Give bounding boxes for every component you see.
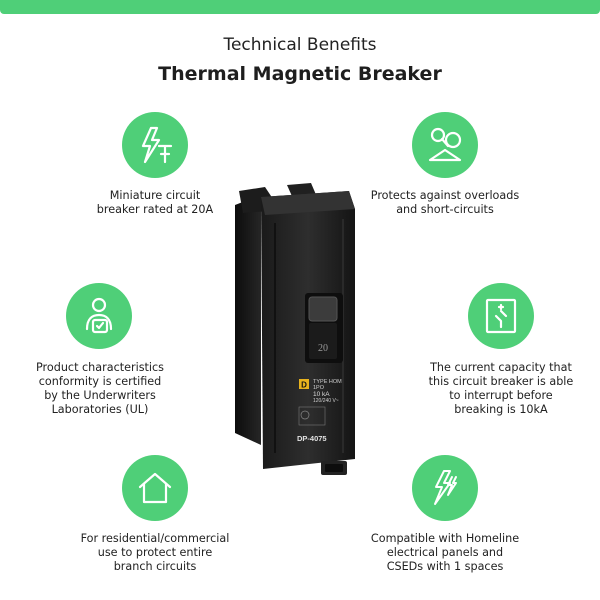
breaker-label-line-3: 10 kA [313,391,330,398]
breaker-model: DP-4075 [297,434,327,443]
feature-1-icon-circle [122,112,188,178]
feature-3-icon-circle [66,283,132,349]
interrupt-switch-icon [485,298,517,334]
feature-6-icon-circle [412,455,478,521]
circuit-breaker-image: 20 D TYPE HOM 1PO 10 kA 120/240 V~ DP-40… [235,183,355,475]
feature-2-caption: Protects against overloads and short-cir… [370,189,520,216]
feature-2-icon-circle [412,112,478,178]
breaker-side-panel [235,195,261,445]
double-lightning-icon [434,470,457,505]
breaker-logo [299,379,309,389]
lightning-tower-icon [141,126,173,164]
feature-3-caption: Product characteristics conformity is ce… [35,361,165,416]
house-icon [138,472,172,504]
svg-text:D: D [301,381,307,390]
certified-person-icon [85,297,113,334]
breaker-handle [308,296,338,322]
top-accent-bar [0,0,600,14]
feature-5-caption: For residential/commercial use to protec… [80,532,230,573]
page-title: Technical Benefits [223,35,377,55]
feature-6-caption: Compatible with Homeline electrical pane… [370,532,520,573]
page-subtitle: Thermal Magnetic Breaker [158,63,442,85]
breaker-rating: 20 [318,343,328,354]
feature-5-icon-circle [122,455,188,521]
overload-protection-icon [428,127,462,162]
breaker-label-line-1: TYPE HOM [313,379,342,385]
breaker-label-line-2: 1PO [313,385,325,391]
feature-1-caption: Miniature circuit breaker rated at 20A [96,189,214,216]
breaker-label-line-4: 120/240 V~ [313,398,339,404]
feature-4-caption: The current capacity that this circuit b… [428,361,574,416]
feature-4-icon-circle [468,283,534,349]
